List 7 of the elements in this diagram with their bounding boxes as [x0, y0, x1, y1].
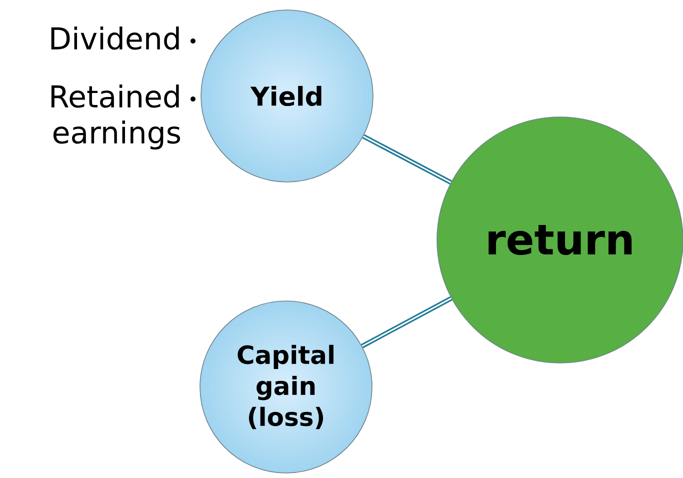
bullet-text: Dividend — [51, 26, 179, 50]
circle-node: Yield — [200, 10, 374, 182]
connector-line — [362, 134, 452, 184]
bullet-text: Retained earnings — [51, 84, 180, 150]
circle-node: return — [436, 116, 683, 364]
circle-node: Capital gain (loss) — [200, 300, 372, 474]
connector-line — [361, 296, 452, 348]
